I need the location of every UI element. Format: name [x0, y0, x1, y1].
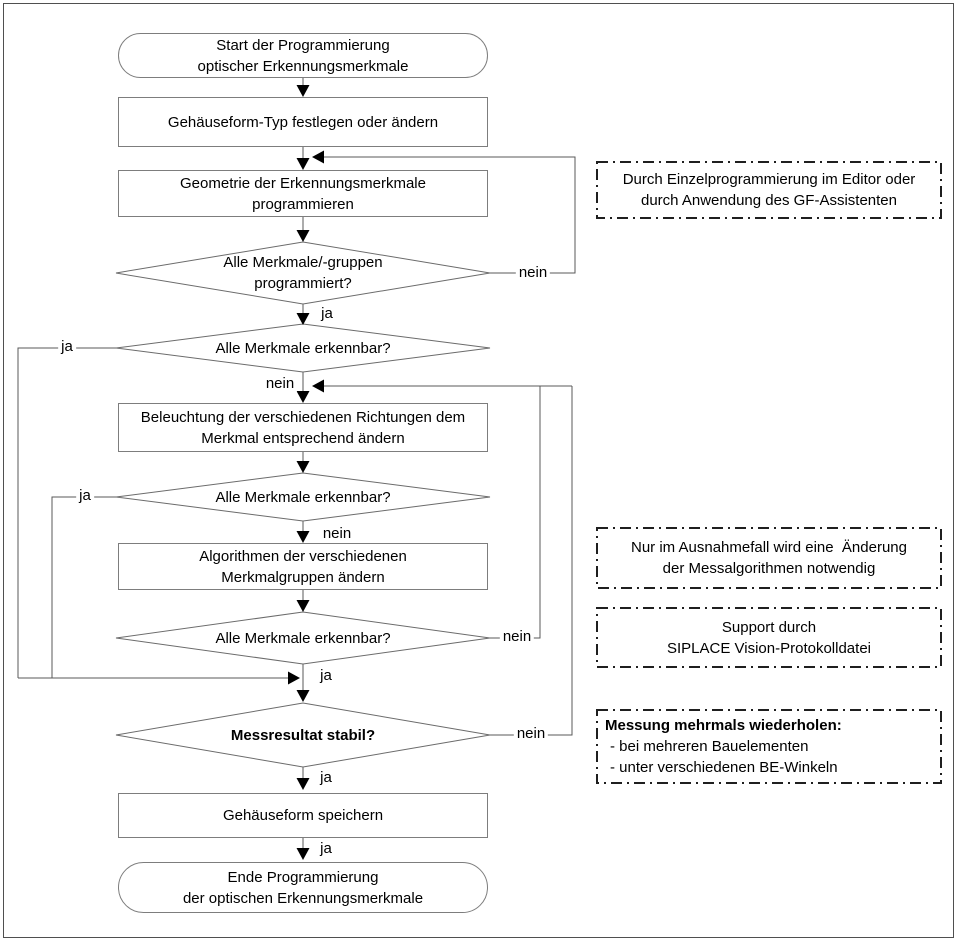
label-recognizable1-ja: ja: [58, 339, 76, 355]
page-border: [3, 3, 954, 938]
arrowhead-into-geometry: [296, 158, 310, 170]
node-save-package: Gehäuseform speichern: [118, 793, 488, 838]
node-change-algorithms: Algorithmen der verschiedenen Merkmalgru…: [118, 543, 488, 590]
annotation-repeat-item-2: - unter verschiedenen BE-Winkeln: [610, 759, 838, 776]
annotation-exception-note-text: Nur im Ausnahmefall wird eine Änderung d…: [631, 539, 907, 577]
label-all-programmed-nein: nein: [515, 265, 551, 281]
arrowhead-into-recognizable2: [296, 461, 310, 473]
annotation-support-note: Support durch SIPLACE Vision-Protokollda…: [597, 608, 941, 667]
label-result-stable-ja: ja: [317, 770, 335, 786]
annotation-repeat-border: [596, 709, 942, 784]
decision-recognizable2-label: Alle Merkmale erkennbar?: [215, 488, 391, 506]
decision-recognizable3: Alle Merkmale erkennbar?: [153, 616, 453, 660]
node-end-label: Ende Programmierung der optischen Erkenn…: [182, 868, 424, 907]
decision-recognizable3-label: Alle Merkmale erkennbar?: [215, 629, 391, 647]
node-save-package-label: Gehäuseform speichern: [222, 807, 384, 824]
arrowhead-return-lighting-left: [312, 379, 324, 393]
node-set-package-type: Gehäuseform-Typ festlegen oder ändern: [118, 97, 488, 147]
annotation-borders: [596, 161, 942, 784]
arrowhead-into-end: [296, 848, 310, 860]
label-all-programmed-ja: ja: [318, 306, 336, 322]
decision-result-stable: Messresultat stabil?: [153, 706, 453, 764]
annotation-repeat-item-1: - bei mehreren Bauelementen: [610, 738, 809, 755]
label-result-stable-nein: nein: [513, 726, 549, 742]
node-change-algorithms-label: Algorithmen der verschiedenen Merkmalgru…: [199, 547, 407, 586]
annotation-support-border: [596, 607, 942, 668]
decision-recognizable1: Alle Merkmale erkennbar?: [153, 326, 453, 370]
annotation-repeat-title: Messung mehrmals wiederholen:: [605, 717, 842, 734]
node-set-package-type-label: Gehäuseform-Typ festlegen oder ändern: [167, 113, 439, 131]
annotation-editor-border: [596, 161, 942, 219]
arrowhead-into-allprogrammed: [296, 230, 310, 242]
node-adjust-lighting: Beleuchtung der verschiedenen Richtungen…: [118, 403, 488, 452]
decision-recognizable1-shape: [115, 323, 491, 373]
label-save-package-ja: ja: [317, 841, 335, 857]
arrowhead-into-settype: [296, 85, 310, 97]
label-recognizable3-ja: ja: [317, 668, 335, 684]
annotation-editor-note-text: Durch Einzelprogrammierung im Editor ode…: [622, 171, 916, 209]
decision-all-programmed-shape: [115, 241, 491, 305]
decision-shapes: [115, 241, 491, 768]
node-start-label: Start der Programmierung optischer Erken…: [197, 36, 409, 75]
node-adjust-lighting-label: Beleuchtung der verschiedenen Richtungen…: [140, 408, 466, 447]
annotation-editor-note: Durch Einzelprogrammierung im Editor ode…: [597, 162, 941, 218]
annotation-exception-note: Nur im Ausnahmefall wird eine Änderung d…: [597, 528, 941, 588]
node-start-terminal: Start der Programmierung optischer Erken…: [118, 33, 488, 78]
arrowhead-into-algorithms: [296, 531, 310, 543]
arrowhead-ja-merge-right: [288, 671, 300, 685]
decision-result-stable-label: Messresultat stabil?: [230, 726, 376, 744]
decision-result-stable-shape: [115, 702, 491, 768]
node-program-geometry: Geometrie der Erkennungsmerkmale program…: [118, 170, 488, 217]
arrowheads: [288, 85, 324, 860]
connector-recognizable1-ja-left: [17, 347, 116, 678]
node-program-geometry-label: Geometrie der Erkennungsmerkmale program…: [180, 174, 426, 213]
label-recognizable2-ja: ja: [76, 488, 94, 504]
label-recognizable3-nein: nein: [499, 629, 535, 645]
label-recognizable2-nein: nein: [319, 526, 355, 542]
arrowhead-into-save: [296, 778, 310, 790]
annotation-exception-border: [596, 527, 942, 589]
arrowhead-return-geometry-left: [312, 150, 324, 164]
decision-all-programmed-label: Alle Merkmale/-gruppen programmiert?: [223, 254, 383, 292]
arrowhead-into-recognizable3: [296, 600, 310, 612]
decision-recognizable2: Alle Merkmale erkennbar?: [153, 475, 453, 519]
arrowhead-into-recognizable1: [296, 313, 310, 325]
label-recognizable1-nein: nein: [262, 376, 298, 392]
decision-all-programmed: Alle Merkmale/-gruppen programmiert?: [153, 243, 453, 303]
arrowhead-into-resultstable: [296, 690, 310, 702]
decision-recognizable1-label: Alle Merkmale erkennbar?: [215, 339, 391, 357]
annotation-support-note-text: Support durch SIPLACE Vision-Protokollda…: [667, 618, 871, 657]
node-end-terminal: Ende Programmierung der optischen Erkenn…: [118, 862, 488, 913]
decision-recognizable3-shape: [115, 611, 491, 665]
arrowhead-into-lighting: [296, 391, 310, 403]
annotation-repeat-note: Messung mehrmals wiederholen: - bei mehr…: [597, 710, 941, 783]
connector-recognizable2-ja-left: [51, 496, 116, 678]
decision-recognizable2-shape: [115, 472, 491, 522]
